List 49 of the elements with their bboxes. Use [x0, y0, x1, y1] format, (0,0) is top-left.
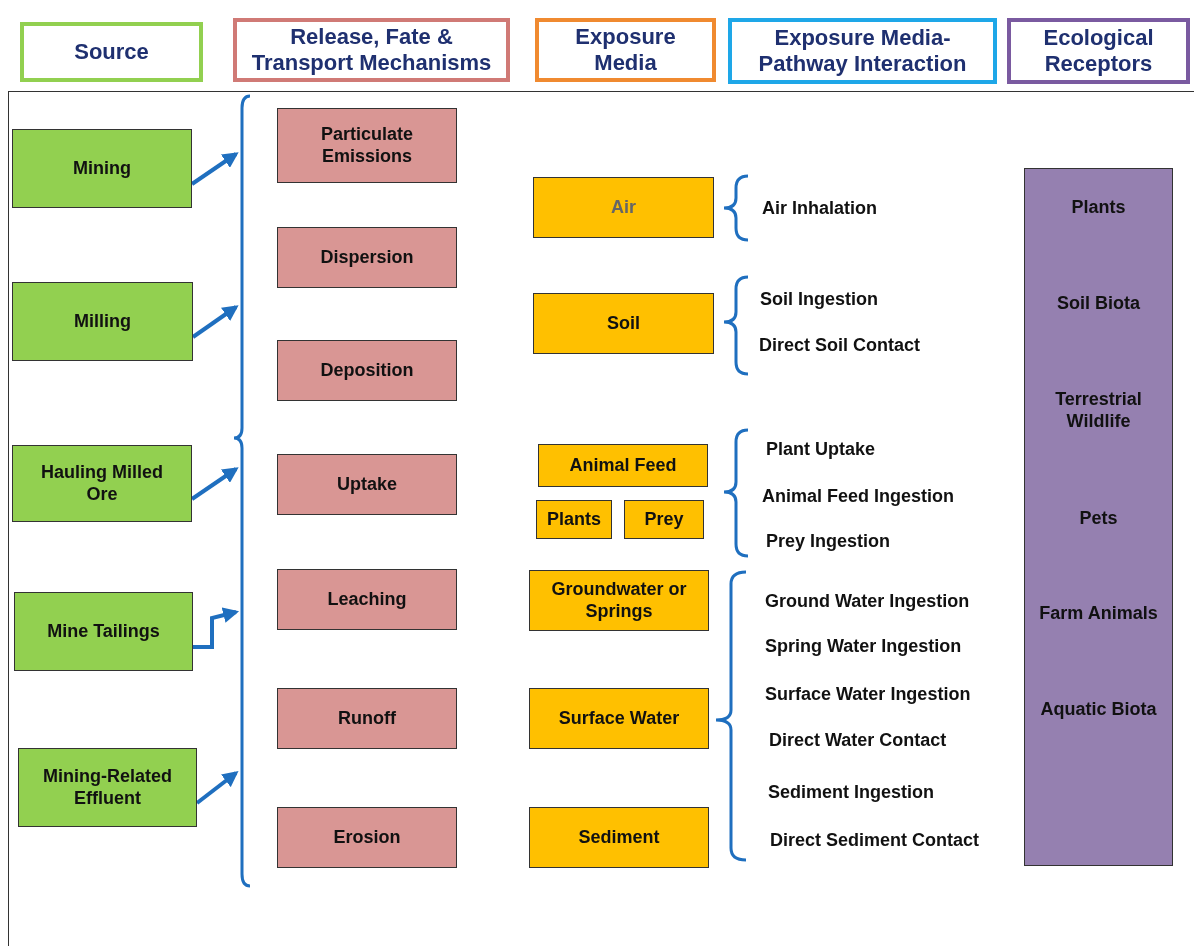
- receptor-label: Farm Animals: [1038, 603, 1159, 625]
- source-box: Mining-Related Effluent: [18, 748, 197, 827]
- pathway-label: Animal Feed Ingestion: [762, 485, 955, 507]
- receptor-label: Terrestrial Wildlife: [1054, 389, 1143, 433]
- mechanism-box: Uptake: [277, 454, 457, 515]
- source-box: Mining: [12, 129, 192, 208]
- mechanism-box: Erosion: [277, 807, 457, 868]
- receptor-panel: [1024, 168, 1173, 866]
- media-box: Prey: [624, 500, 704, 539]
- mechanism-box: Runoff: [277, 688, 457, 749]
- pathway-label: Prey Ingestion: [766, 530, 891, 552]
- media-box: Sediment: [529, 807, 709, 868]
- arrow: [191, 305, 239, 339]
- source-box: Milling: [12, 282, 193, 361]
- source-box: Mine Tailings: [14, 592, 193, 671]
- pathway-label: Surface Water Ingestion: [765, 683, 971, 705]
- pathway-label: Direct Water Contact: [769, 729, 947, 751]
- column-header: Exposure Media-Pathway Interaction: [728, 18, 997, 84]
- mechanism-box: Dispersion: [277, 227, 457, 288]
- column-header: Release, Fate & Transport Mechanisms: [233, 18, 510, 82]
- pathway-label: Direct Sediment Contact: [770, 829, 980, 851]
- arrow: [190, 152, 239, 186]
- pathway-label: Soil Ingestion: [760, 288, 878, 310]
- media-box: Plants: [536, 500, 612, 539]
- column-header: Exposure Media: [535, 18, 716, 82]
- pathway-label: Plant Uptake: [766, 438, 876, 460]
- pathway-label: Spring Water Ingestion: [765, 635, 962, 657]
- pathway-label: Direct Soil Contact: [759, 334, 921, 356]
- mechanism-box: Leaching: [277, 569, 457, 630]
- arrow: [193, 607, 240, 649]
- receptor-label: Soil Biota: [1056, 293, 1141, 315]
- media-box: Groundwater or Springs: [529, 570, 709, 631]
- media-box: Soil: [533, 293, 714, 354]
- pathway-label: Ground Water Ingestion: [765, 590, 970, 612]
- arrow: [190, 467, 239, 501]
- pathway-label: Sediment Ingestion: [768, 781, 935, 803]
- receptor-label: Pets: [1078, 508, 1119, 530]
- arrow: [195, 771, 239, 805]
- receptor-label: Plants: [1070, 197, 1127, 219]
- mechanism-box: Deposition: [277, 340, 457, 401]
- media-box: Animal Feed: [538, 444, 708, 487]
- receptor-label: Aquatic Biota: [1039, 699, 1158, 721]
- column-header: Ecological Receptors: [1007, 18, 1190, 84]
- column-header: Source: [20, 22, 203, 82]
- pathway-label: Air Inhalation: [762, 197, 877, 219]
- media-box: Air: [533, 177, 714, 238]
- source-box: Hauling Milled Ore: [12, 445, 192, 522]
- mechanism-box: Particulate Emissions: [277, 108, 457, 183]
- media-box: Surface Water: [529, 688, 709, 749]
